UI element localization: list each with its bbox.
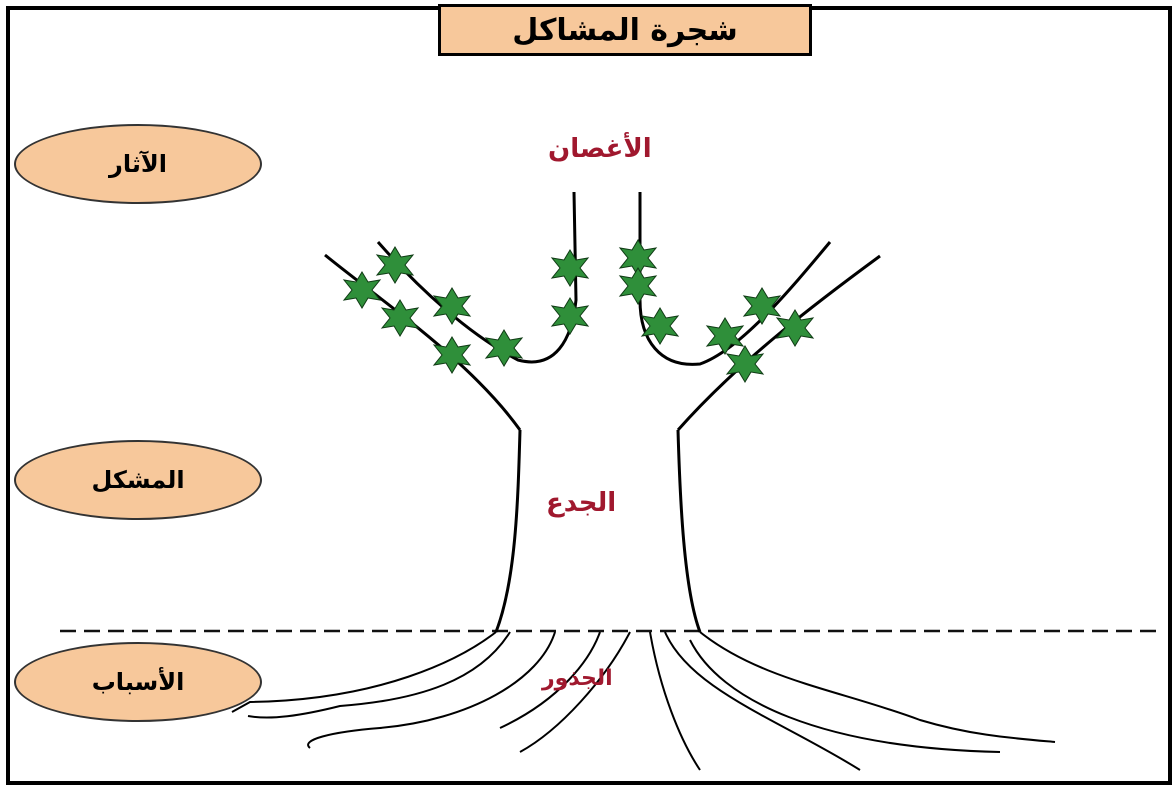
leaves [344, 240, 813, 382]
problem-oval: المشكل [14, 440, 262, 520]
effects-oval: الآثار [14, 124, 262, 204]
roots-label: الجذور [542, 666, 613, 691]
branches-label: الأغصان [548, 134, 652, 164]
causes-oval: الأسباب [14, 642, 262, 722]
trunk-left-outline [496, 430, 520, 632]
root-7 [665, 632, 860, 770]
causes-label: الأسباب [92, 668, 185, 696]
diagram-title: شجرة المشاكل [438, 4, 812, 56]
leaf-8 [552, 298, 588, 334]
root-8 [700, 632, 1055, 742]
branch-left-inner [378, 192, 576, 362]
leaf-12 [707, 318, 743, 354]
root-6 [650, 632, 700, 770]
branch-right-outer [678, 256, 880, 430]
leaf-10 [620, 268, 656, 304]
leaf-2 [377, 247, 413, 283]
root-2 [248, 632, 510, 718]
root-5 [520, 632, 630, 752]
leaf-1 [344, 272, 380, 308]
trunk-label: الجدع [546, 488, 616, 518]
root-1 [232, 632, 496, 712]
problem-label: المشكل [91, 466, 184, 494]
effects-label: الآثار [109, 150, 167, 178]
leaf-7 [552, 250, 588, 286]
trunk-right-outline [678, 430, 700, 632]
leaf-14 [777, 310, 813, 346]
